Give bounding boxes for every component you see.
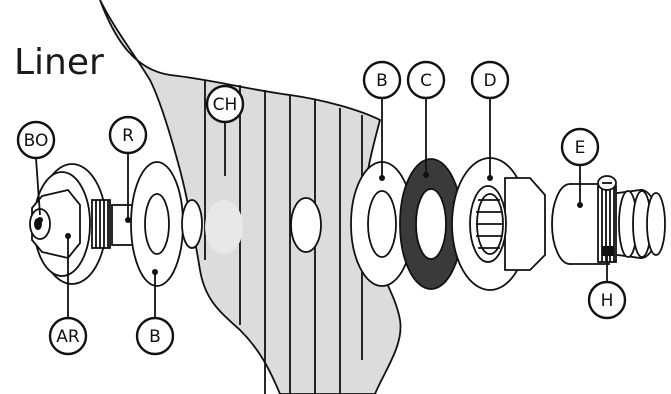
label-ar: AR — [56, 327, 80, 347]
label-ch: CH — [213, 95, 238, 115]
label-r: R — [122, 126, 134, 146]
callout-bo: BO — [16, 120, 56, 160]
liner-hole-shadow — [205, 200, 243, 254]
hose-adapter-e — [551, 175, 666, 265]
callout-h: H — [587, 280, 627, 320]
return-pipe-assembly — [111, 161, 203, 287]
page-title: Liner — [14, 42, 104, 83]
leader-lines — [35, 98, 608, 318]
callout-e: E — [560, 127, 600, 167]
label-e: E — [575, 138, 586, 158]
callout-c: C — [406, 60, 446, 100]
liner-wall — [99, 0, 402, 394]
callout-ar: AR — [48, 316, 88, 356]
flange-nut-d — [451, 157, 546, 291]
callout-ch: CH — [205, 84, 245, 124]
gasket-b — [350, 161, 414, 287]
face-plate-assembly — [29, 163, 111, 285]
label-b-left: B — [149, 327, 161, 347]
label-b-right: B — [376, 71, 388, 91]
callout-b-left: B — [135, 316, 175, 356]
label-bo: BO — [24, 131, 49, 151]
label-h: H — [601, 291, 614, 311]
callout-r: R — [108, 115, 148, 155]
callout-b-right: B — [362, 60, 402, 100]
callout-d: D — [470, 60, 510, 100]
label-d: D — [483, 71, 496, 91]
label-c: C — [420, 71, 432, 91]
gasket-c — [399, 158, 463, 290]
callout-dots — [37, 172, 583, 275]
